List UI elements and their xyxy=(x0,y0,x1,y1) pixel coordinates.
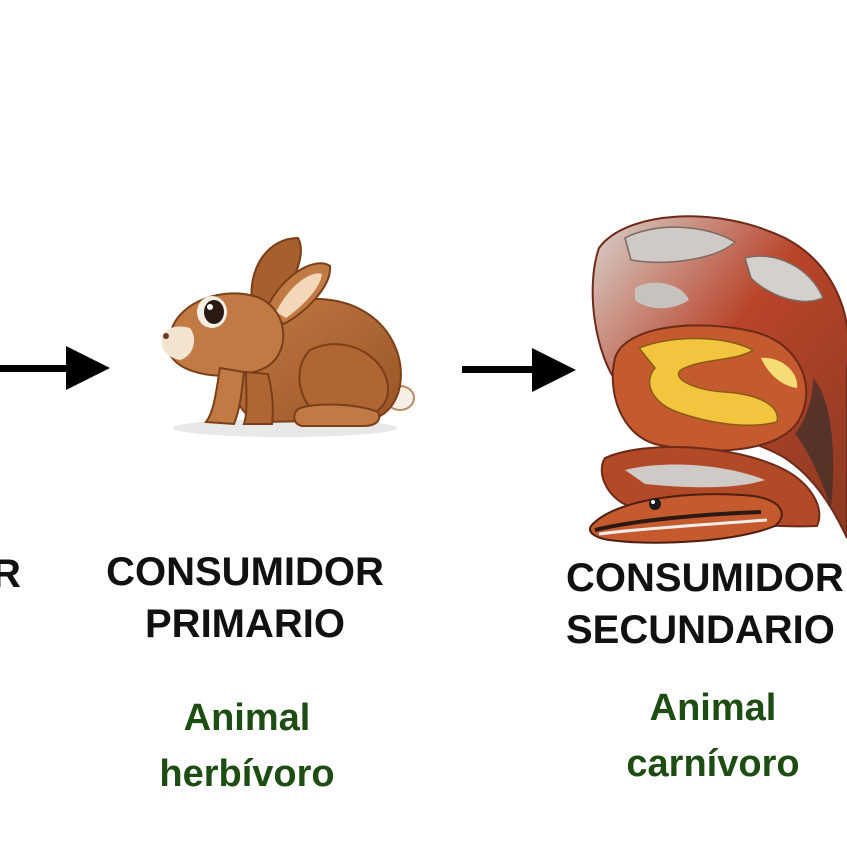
primary-consumer-description-line2: herbívoro xyxy=(159,753,335,795)
secondary-consumer-description-line2: carnívoro xyxy=(626,743,800,785)
primary-consumer-description: Animal herbívoro xyxy=(82,690,412,802)
primary-consumer-description-line1: Animal xyxy=(183,697,311,739)
secondary-consumer-title-line2: SECUNDARIO xyxy=(566,608,835,652)
arrow-primary-to-secondary xyxy=(462,348,576,392)
secondary-consumer-description-line1: Animal xyxy=(649,687,777,729)
secondary-consumer-title-line1: CONSUMIDOR xyxy=(566,556,844,600)
primary-consumer-title: CONSUMIDOR PRIMARIO xyxy=(80,546,410,650)
snake-icon xyxy=(589,215,847,544)
rabbit-icon xyxy=(161,236,415,437)
primary-consumer-title-line2: PRIMARIO xyxy=(145,602,345,646)
producer-label-fragment: R xyxy=(0,552,21,596)
secondary-consumer-description: Animal carnívoro xyxy=(548,680,847,792)
arrow-producer-to-primary xyxy=(0,346,110,390)
primary-consumer-title-line1: CONSUMIDOR xyxy=(106,550,384,594)
secondary-consumer-title: CONSUMIDOR SECUNDARIO xyxy=(566,552,847,656)
